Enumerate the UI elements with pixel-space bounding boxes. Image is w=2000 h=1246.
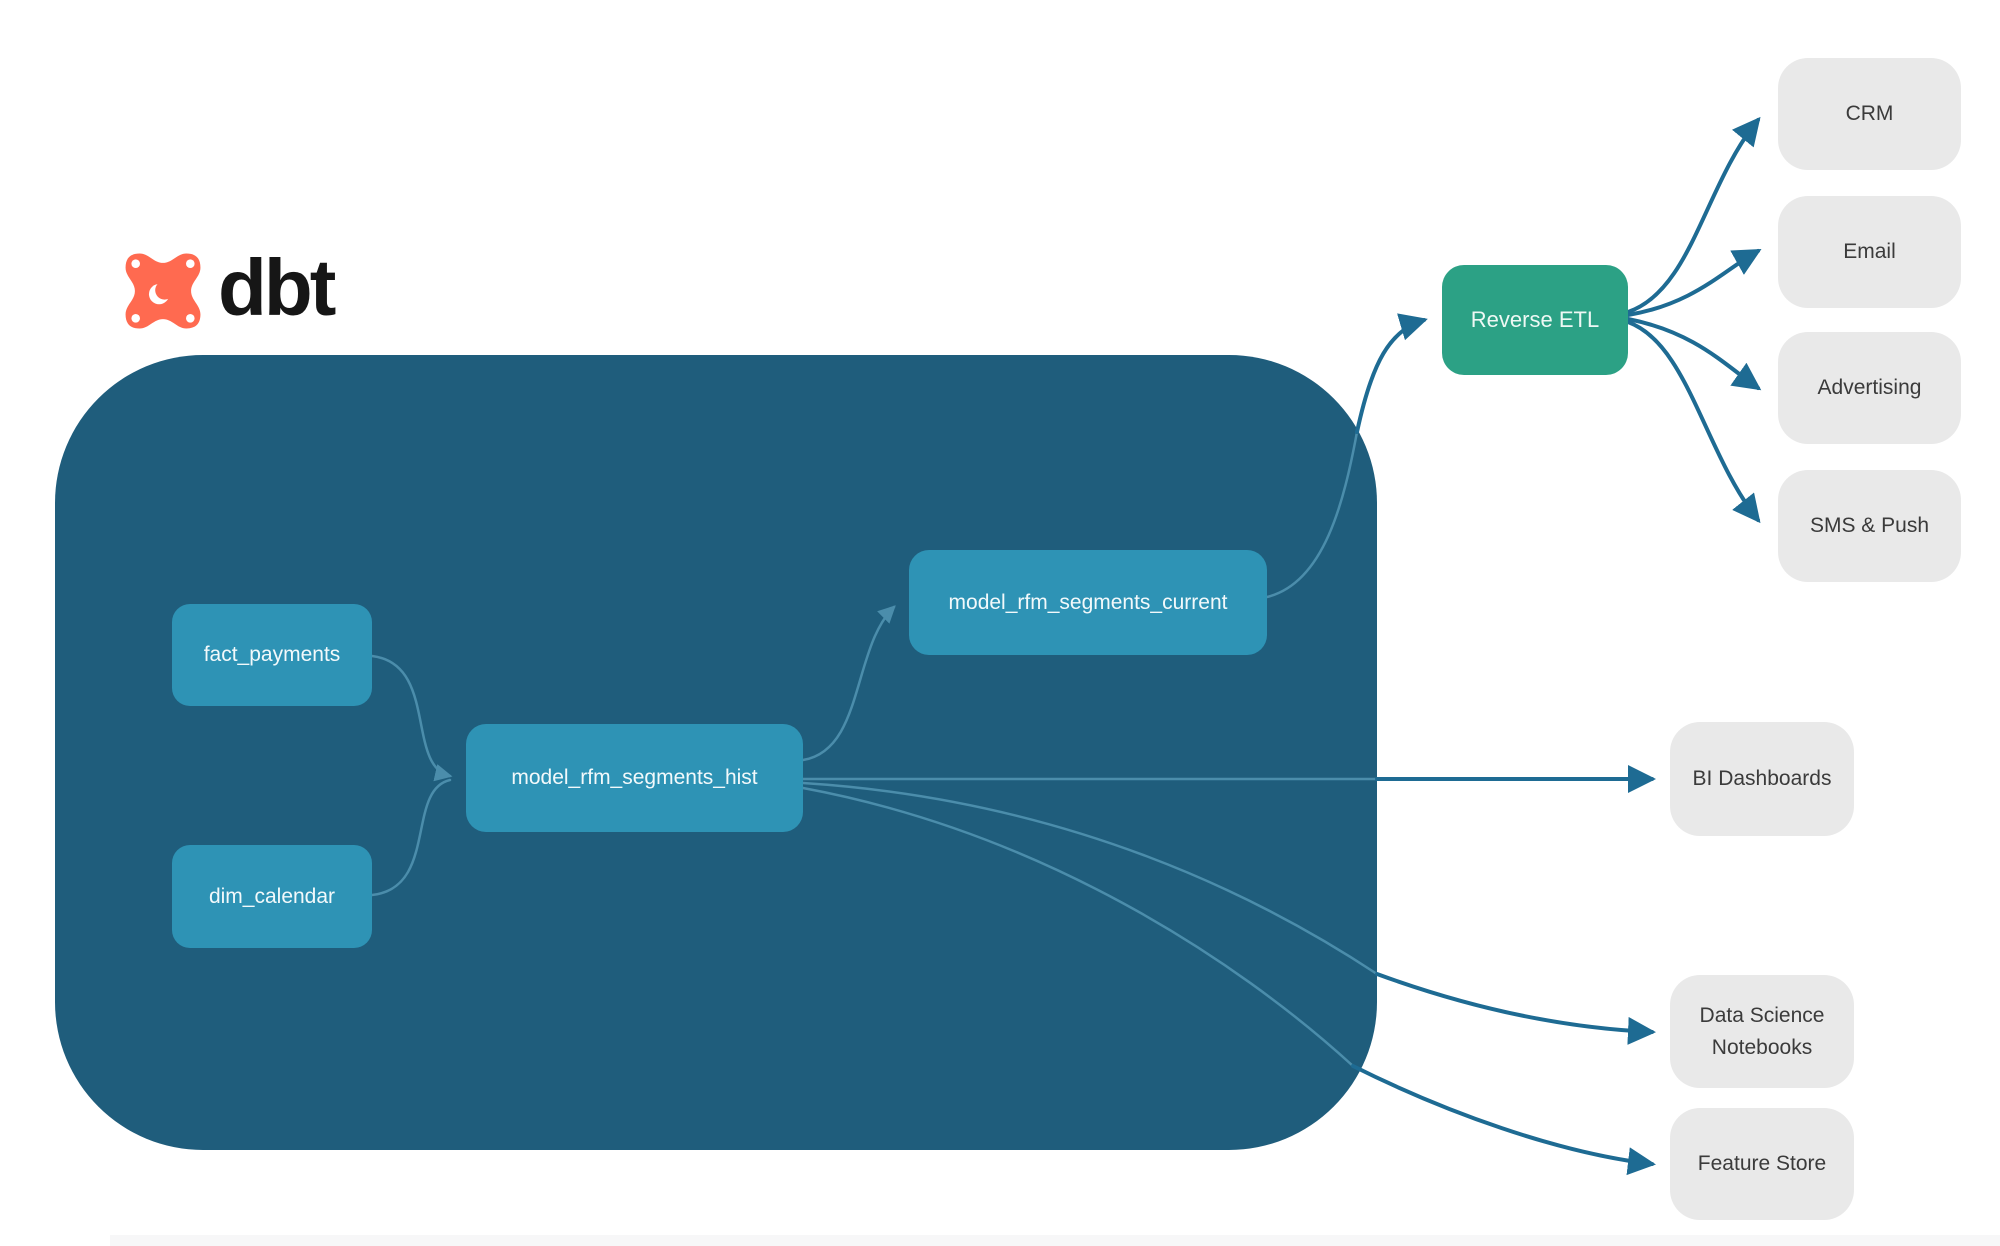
node-model-rfm-segments-current: model_rfm_segments_current	[909, 550, 1267, 655]
node-reverse-etl: Reverse ETL	[1442, 265, 1628, 375]
dbt-logo: dbt	[124, 243, 336, 334]
edge-etl-to-advertising	[1626, 317, 1762, 391]
dbt-wordmark: dbt	[218, 243, 336, 332]
edge-etl-to-sms	[1626, 320, 1761, 524]
node-email-label: Email	[1843, 240, 1896, 264]
node-dim-calendar-label: dim_calendar	[208, 884, 336, 908]
bottom-edge-strip	[110, 1235, 2000, 1246]
node-bi-dashboards-label: BI Dashboards	[1692, 767, 1832, 791]
node-bi-dashboards: BI Dashboards	[1670, 722, 1854, 836]
node-reverse-etl-label: Reverse ETL	[1470, 307, 1600, 332]
node-sms-push: SMS & Push	[1778, 470, 1961, 582]
node-data-science-notebooks-label: Data Science Notebooks	[1699, 1004, 1825, 1059]
node-advertising-label: Advertising	[1817, 376, 1922, 400]
node-advertising: Advertising	[1778, 332, 1961, 444]
edge-boundary-to-reverse-etl	[1355, 313, 1428, 434]
dbt-logo-icon	[125, 253, 201, 329]
node-model-rfm-segments-hist-label: model_rfm_segments_hist	[511, 766, 758, 789]
node-sms-push-label: SMS & Push	[1809, 514, 1930, 538]
node-fact-payments: fact_payments	[172, 604, 372, 706]
node-email: Email	[1778, 196, 1961, 308]
node-data-science-notebooks: Data Science Notebooks	[1670, 975, 1854, 1088]
node-feature-store-label: Feature Store	[1697, 1152, 1827, 1176]
edge-etl-to-email	[1626, 249, 1762, 317]
node-fact-payments-label: fact_payments	[203, 643, 341, 666]
node-model-rfm-segments-current-label: model_rfm_segments_current	[948, 590, 1228, 614]
node-dim-calendar: dim_calendar	[172, 845, 372, 948]
edge-hist-to-ds	[1375, 972, 1656, 1045]
node-model-rfm-segments-hist: model_rfm_segments_hist	[466, 724, 803, 832]
node-feature-store: Feature Store	[1670, 1108, 1854, 1220]
node-crm: CRM	[1778, 58, 1961, 170]
edge-etl-to-crm	[1626, 116, 1761, 314]
edge-hist-to-fs	[1351, 1064, 1656, 1176]
node-crm-label: CRM	[1845, 102, 1894, 126]
